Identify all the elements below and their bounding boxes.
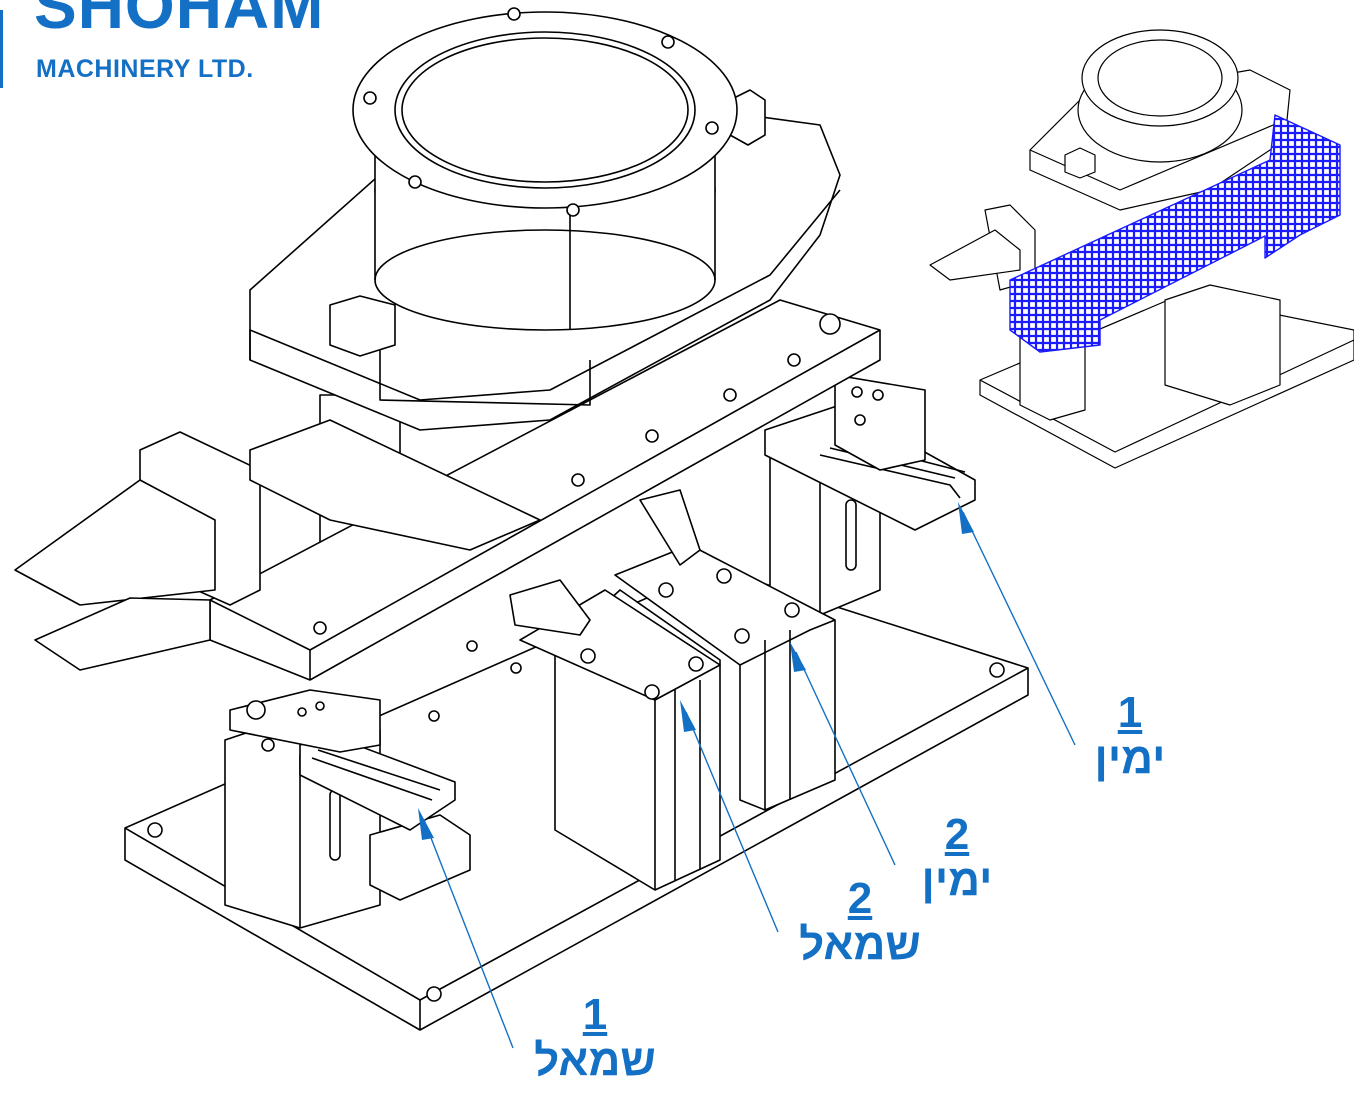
left-clamp-block: [369, 814, 471, 901]
base-mount-hole: [147, 822, 163, 838]
feed-chute-lower: [34, 597, 211, 671]
inset-chute: [929, 229, 1021, 281]
callout-left-2: 2 שמאל: [795, 876, 925, 968]
left-bracket: [229, 689, 381, 753]
callout-label: ימין: [921, 856, 993, 905]
base-mount-hole: [989, 662, 1005, 678]
logo-accent-bar: [0, 10, 3, 88]
bowl-lid: [394, 31, 696, 189]
callout-right-1: 1 ימין: [1090, 690, 1170, 782]
callout-number: 1: [582, 990, 608, 1039]
right-bracket: [834, 374, 926, 471]
callout-label: שמאל: [534, 1036, 656, 1085]
feed-chute-upper: [14, 479, 216, 606]
callout-number: 2: [944, 810, 970, 859]
main-machine-view: [14, 7, 1029, 1031]
logo-subtitle: MACHINERY LTD.: [36, 55, 254, 83]
callout-number: 1: [1117, 688, 1143, 737]
callout-label: ימין: [1094, 734, 1166, 783]
callout-number: 2: [847, 874, 873, 923]
highlighted-transfer-zone: [1009, 114, 1341, 353]
slide-bar: [249, 419, 541, 551]
hex-bolt: [329, 295, 396, 357]
guide-finger: [509, 579, 591, 636]
callout-label: שמאל: [799, 920, 921, 969]
callout-left-1: 1 שמאל: [530, 992, 660, 1084]
inset-bowl-rim: [1081, 29, 1239, 127]
inset-cylinder: [1164, 284, 1281, 406]
inset-machine-view: [929, 29, 1354, 469]
cylinder-right-2: [614, 544, 836, 811]
callout-right-2: 2 ימין: [912, 812, 1002, 904]
logo-name: SHOHAM: [34, 0, 325, 42]
inset-hex-bolt: [1064, 147, 1096, 179]
leader-lines: [418, 502, 1076, 1049]
guide-finger: [639, 489, 701, 566]
base-mount-hole: [426, 986, 442, 1002]
